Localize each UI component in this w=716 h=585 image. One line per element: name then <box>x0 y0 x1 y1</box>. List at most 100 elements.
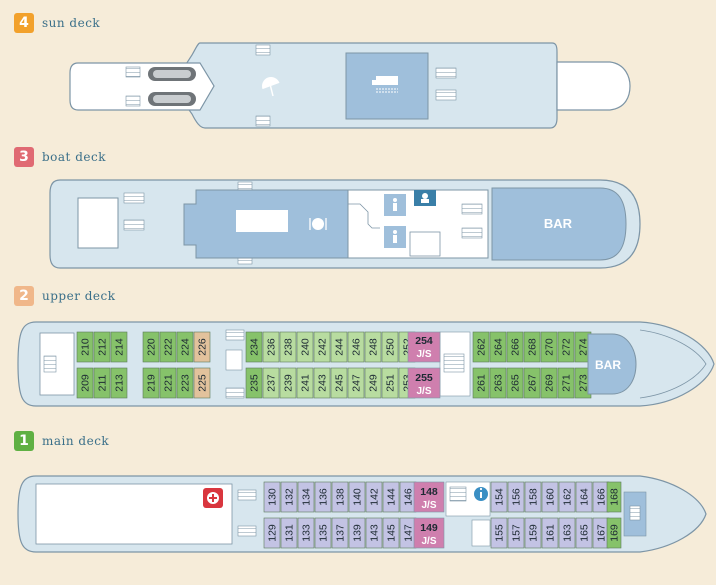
cabin-140[interactable] <box>348 481 366 513</box>
cabin-264[interactable] <box>489 331 507 363</box>
cabin-number: 273 <box>578 374 590 392</box>
cabin-142[interactable] <box>365 481 383 513</box>
cabin-145[interactable] <box>382 517 400 549</box>
cabin-number: 138 <box>335 488 347 506</box>
cabin-241[interactable] <box>296 367 314 399</box>
deck-name-main: main deck <box>42 434 110 448</box>
cabin-266[interactable] <box>506 331 524 363</box>
cabin-number: 158 <box>528 488 540 506</box>
cabin-238[interactable] <box>279 331 297 363</box>
spa-room <box>345 52 429 120</box>
cabin-225[interactable] <box>193 367 211 399</box>
cabin-157[interactable] <box>507 517 525 549</box>
cabin-129[interactable] <box>263 517 281 549</box>
cabin-131[interactable] <box>280 517 298 549</box>
suite-148-number: 148 <box>420 486 438 498</box>
cabin-162[interactable] <box>558 481 576 513</box>
cabin-209[interactable] <box>76 367 94 399</box>
cabin-169[interactable] <box>606 517 622 549</box>
cabin-number: 240 <box>300 338 312 356</box>
cabin-164[interactable] <box>575 481 593 513</box>
cabin-237[interactable] <box>262 367 280 399</box>
suite-148[interactable] <box>413 481 445 513</box>
cabin-210[interactable] <box>76 331 94 363</box>
cabin-137[interactable] <box>331 517 349 549</box>
cabin-139[interactable] <box>348 517 366 549</box>
cabin-number: 267 <box>527 374 539 392</box>
cabin-268[interactable] <box>523 331 541 363</box>
deck-number-1: 1 <box>14 431 34 451</box>
cabin-240[interactable] <box>296 331 314 363</box>
cabin-262[interactable] <box>472 331 490 363</box>
cabin-248[interactable] <box>364 331 382 363</box>
cabin-269[interactable] <box>540 367 558 399</box>
cabin-number: 168 <box>609 488 621 506</box>
cabin-226[interactable] <box>193 331 211 363</box>
cabin-249[interactable] <box>364 367 382 399</box>
suite-255[interactable] <box>407 367 441 399</box>
cabin-236[interactable] <box>262 331 280 363</box>
boat-deck-bow-area <box>77 197 119 249</box>
cabin-251[interactable] <box>381 367 399 399</box>
cabin-136[interactable] <box>314 481 332 513</box>
cabin-267[interactable] <box>523 367 541 399</box>
cabin-number: 219 <box>146 374 158 392</box>
suite-149-type: J/S <box>421 536 436 547</box>
cabin-number: 272 <box>561 338 573 356</box>
cabin-130[interactable] <box>263 481 281 513</box>
cabin-144[interactable] <box>382 481 400 513</box>
cabin-270[interactable] <box>540 331 558 363</box>
cabin-160[interactable] <box>541 481 559 513</box>
cabin-163[interactable] <box>558 517 576 549</box>
cabin-211[interactable] <box>93 367 111 399</box>
cabin-168[interactable] <box>606 481 622 513</box>
cabin-134[interactable] <box>297 481 315 513</box>
cabin-number: 225 <box>197 374 209 392</box>
cabin-265[interactable] <box>506 367 524 399</box>
cabin-154[interactable] <box>490 481 508 513</box>
cabin-250[interactable] <box>381 331 399 363</box>
cabin-159[interactable] <box>524 517 542 549</box>
upper-corridor <box>225 349 243 371</box>
cabin-261[interactable] <box>472 367 490 399</box>
cabin-234[interactable] <box>245 331 263 363</box>
cabin-220[interactable] <box>142 331 160 363</box>
cabin-263[interactable] <box>489 367 507 399</box>
cabin-235[interactable] <box>245 367 263 399</box>
cabin-243[interactable] <box>313 367 331 399</box>
cabin-223[interactable] <box>176 367 194 399</box>
cabin-244[interactable] <box>330 331 348 363</box>
suite-254[interactable] <box>407 331 441 363</box>
cabin-number: 147 <box>403 524 415 542</box>
cabin-272[interactable] <box>557 331 575 363</box>
cabin-165[interactable] <box>575 517 593 549</box>
stairs-icon <box>461 203 483 215</box>
cabin-214[interactable] <box>110 331 128 363</box>
cabin-219[interactable] <box>142 367 160 399</box>
cabin-213[interactable] <box>110 367 128 399</box>
stairs-icon <box>255 115 271 127</box>
cabin-222[interactable] <box>159 331 177 363</box>
cabin-number: 242 <box>317 338 329 356</box>
cabin-133[interactable] <box>297 517 315 549</box>
cabin-135[interactable] <box>314 517 332 549</box>
cabin-155[interactable] <box>490 517 508 549</box>
cabin-239[interactable] <box>279 367 297 399</box>
cabin-212[interactable] <box>93 331 111 363</box>
cabin-132[interactable] <box>280 481 298 513</box>
cabin-138[interactable] <box>331 481 349 513</box>
cabin-156[interactable] <box>507 481 525 513</box>
cabin-246[interactable] <box>347 331 365 363</box>
suite-149[interactable] <box>413 517 445 549</box>
cabin-158[interactable] <box>524 481 542 513</box>
cabin-242[interactable] <box>313 331 331 363</box>
cabin-245[interactable] <box>330 367 348 399</box>
cabin-161[interactable] <box>541 517 559 549</box>
cabin-221[interactable] <box>159 367 177 399</box>
cabin-224[interactable] <box>176 331 194 363</box>
cabin-247[interactable] <box>347 367 365 399</box>
cabin-271[interactable] <box>557 367 575 399</box>
cabin-143[interactable] <box>365 517 383 549</box>
cabin-number: 226 <box>197 338 209 356</box>
